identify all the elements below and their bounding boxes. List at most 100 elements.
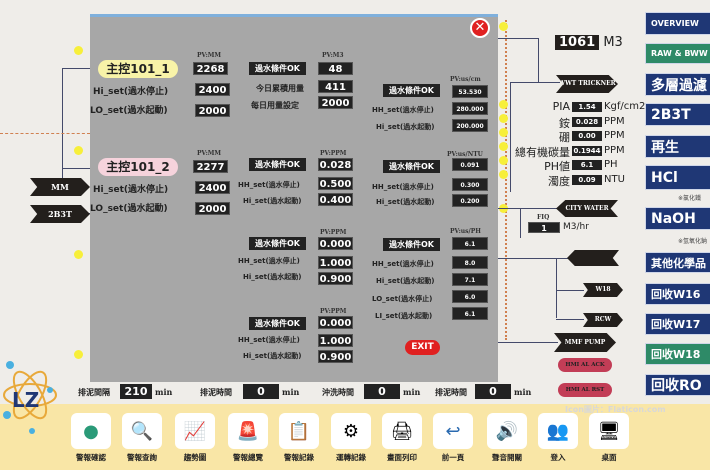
toolbar-label: 警報總覽 bbox=[233, 453, 263, 462]
svg-text:LZ: LZ bbox=[12, 388, 39, 412]
ctrl1-hi-input[interactable]: 2400 bbox=[195, 83, 230, 96]
ppm1-hh-input[interactable]: 0.500 bbox=[318, 177, 353, 190]
nav-button-5[interactable]: HCl bbox=[645, 165, 710, 190]
cond-hi-input[interactable]: 200.000 bbox=[452, 119, 488, 132]
toolbar-button-9[interactable]: 👥 bbox=[538, 413, 578, 449]
ppm3-hi-input[interactable]: 0.900 bbox=[318, 350, 353, 363]
search-document-icon: 🔍 bbox=[130, 420, 154, 442]
timer-value-input[interactable]: 0 bbox=[364, 384, 400, 399]
ctrl1-lo-label: LO_set(過水起動) bbox=[90, 106, 168, 116]
ph-lo-label: LO_set(過水停止) bbox=[372, 295, 433, 303]
measurement-label: 銨 bbox=[559, 116, 570, 130]
fiq-unit: M3/hr bbox=[563, 222, 589, 232]
toolbar-button-2[interactable]: 📈 bbox=[175, 413, 215, 449]
ph-hi-input[interactable]: 7.1 bbox=[452, 273, 488, 286]
ppm3-pv: 0.000 bbox=[318, 316, 353, 329]
timer-value-input[interactable]: 0 bbox=[475, 384, 511, 399]
toolbar-button-6[interactable]: 🖨 bbox=[382, 413, 422, 449]
measurement-value: 1.54 bbox=[572, 102, 602, 112]
nav-button-8[interactable]: 回收W16 bbox=[645, 283, 710, 305]
measurement-label: 硼 bbox=[559, 131, 570, 144]
ppm2-hh-label: HH_set(過水停止) bbox=[238, 257, 300, 265]
check-circle-icon: ● bbox=[83, 420, 99, 442]
measurement-unit: PPM bbox=[604, 144, 625, 156]
ctrl2-hi-input[interactable]: 2400 bbox=[195, 181, 230, 194]
nav-button-11[interactable]: 回收RO bbox=[645, 374, 710, 396]
measurement-value: 0.00 bbox=[572, 131, 602, 141]
ppm2-hi-label: Hi_set(過水起動) bbox=[243, 273, 302, 281]
ph-li-label: LI_set(過水起動) bbox=[375, 312, 433, 320]
ppm2-hi-input[interactable]: 0.900 bbox=[318, 272, 353, 285]
hmi-alarm-reset-button[interactable]: HMI AL RST bbox=[558, 383, 612, 397]
ph-hh-input[interactable]: 8.0 bbox=[452, 256, 488, 269]
timer-label: 排泥時間 bbox=[435, 388, 467, 397]
toolbar-label: 畫面列印 bbox=[387, 453, 417, 462]
nav-button-2[interactable]: 多層過濾 bbox=[645, 73, 710, 96]
toolbar-button-3[interactable]: 🚨 bbox=[228, 413, 268, 449]
ppm1-hi-input[interactable]: 0.400 bbox=[318, 193, 353, 206]
ctrl1-pv: 2268 bbox=[193, 62, 228, 75]
fiq-value: 1 bbox=[528, 222, 560, 233]
daily-label: 每日用量設定 bbox=[251, 101, 299, 110]
speaker-icon: 🔊 bbox=[495, 420, 519, 442]
nav-button-0[interactable]: OVERVIEW bbox=[645, 12, 710, 35]
today-label: 今日累積用量 bbox=[256, 84, 304, 93]
toolbar-label: 警報查詢 bbox=[127, 453, 157, 462]
ctrl2-lo-input[interactable]: 2000 bbox=[195, 202, 230, 215]
w18-arrow: W18 bbox=[583, 283, 623, 297]
ntu-hh-input[interactable]: 0.300 bbox=[452, 178, 488, 191]
ph-lo-input[interactable]: 6.0 bbox=[452, 290, 488, 303]
toolbar-label: 警報確認 bbox=[76, 453, 106, 462]
ppm2-pv-label: PV:PPM bbox=[320, 229, 347, 236]
icon-credit: Icon圖片：Flaticon.com bbox=[565, 405, 666, 414]
timer-unit: min bbox=[282, 387, 300, 397]
exit-button[interactable]: EXIT bbox=[405, 340, 440, 355]
ntu-hi-input[interactable]: 0.200 bbox=[452, 194, 488, 207]
toolbar-button-0[interactable]: ● bbox=[71, 413, 111, 449]
hcl-note: ※氯化鐵 bbox=[678, 195, 702, 202]
cond-hh-input[interactable]: 280.000 bbox=[452, 102, 488, 115]
trend-chart-icon: 📈 bbox=[183, 420, 207, 442]
rcw-arrow: RCW bbox=[583, 313, 623, 327]
ppm3-hh-input[interactable]: 1.000 bbox=[318, 334, 353, 347]
measurement-unit: Kgf/cm2 bbox=[604, 101, 646, 112]
hmi-alarm-ack-button[interactable]: HMI AL ACK bbox=[558, 358, 612, 372]
ntu-pv-label: PV:us/NTU bbox=[447, 151, 483, 158]
nav-button-6[interactable]: NaOH bbox=[645, 207, 710, 230]
measurement-label: 濁度 bbox=[548, 174, 570, 188]
back-icon: ↩ bbox=[445, 420, 461, 442]
measurement-unit: NTU bbox=[604, 173, 625, 185]
toolbar-button-10[interactable]: 🖥 bbox=[589, 413, 629, 449]
timer-value-input[interactable]: 210 bbox=[120, 384, 152, 399]
nav-button-10[interactable]: 回收W18 bbox=[645, 343, 710, 365]
toolbar-button-5[interactable]: ⚙ bbox=[331, 413, 371, 449]
ctrl2-pv: 2277 bbox=[193, 160, 228, 173]
toolbar-button-8[interactable]: 🔊 bbox=[487, 413, 527, 449]
ph-li-input[interactable]: 6.1 bbox=[452, 307, 488, 320]
daily-input[interactable]: 2000 bbox=[318, 96, 353, 109]
nav-button-3[interactable]: 2B3T bbox=[645, 103, 710, 126]
flow-status: 過水條件OK bbox=[249, 62, 306, 75]
cond-hh-label: HH_set(過水停止) bbox=[372, 106, 434, 114]
timer-value-input[interactable]: 0 bbox=[243, 384, 279, 399]
nav-button-7[interactable]: 其他化學品 bbox=[645, 252, 710, 273]
measurement-value: 6.1 bbox=[572, 160, 602, 170]
ppm3-status: 過水條件OK bbox=[249, 317, 306, 330]
nav-button-4[interactable]: 再生 bbox=[645, 135, 710, 158]
measurement-label: 總有機碳量 bbox=[515, 145, 570, 159]
close-icon[interactable]: ✕ bbox=[470, 18, 490, 38]
toolbar-button-7[interactable]: ↩ bbox=[433, 413, 473, 449]
ctrl1-lo-input[interactable]: 2000 bbox=[195, 104, 230, 117]
nav-button-1[interactable]: RAW & BWW bbox=[645, 43, 710, 64]
ph-hi-label: Hi_set(過水起動) bbox=[376, 277, 435, 285]
toolbar-label: 趨勢圖 bbox=[183, 453, 207, 462]
nav-button-9[interactable]: 回收W17 bbox=[645, 313, 710, 335]
users-lock-icon: 👥 bbox=[546, 420, 570, 442]
ppm1-pv: 0.028 bbox=[318, 158, 353, 171]
measurement-value: 0.09 bbox=[572, 174, 602, 185]
measurement-value: 0.1944 bbox=[572, 145, 602, 156]
toolbar-button-4[interactable]: 📋 bbox=[279, 413, 319, 449]
ctrl2-hi-label: Hi_set(過水停止) bbox=[93, 185, 169, 195]
toolbar-button-1[interactable]: 🔍 bbox=[122, 413, 162, 449]
ppm2-hh-input[interactable]: 1.000 bbox=[318, 256, 353, 269]
